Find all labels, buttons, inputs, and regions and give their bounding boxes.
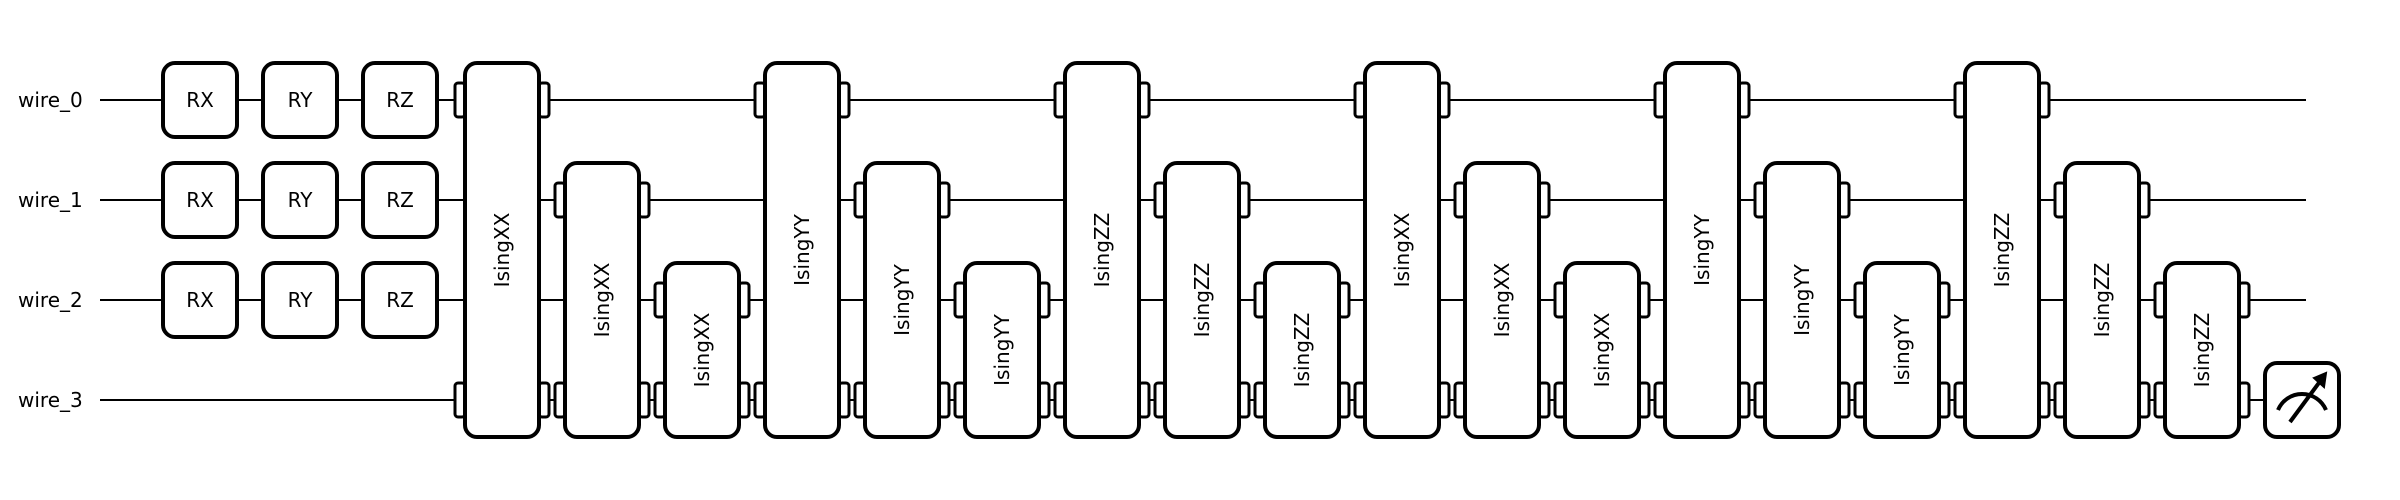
gate-isingzz-1-3: IsingZZ [2053,161,2151,439]
gate-label: RX [186,88,214,112]
gate-box [161,261,239,339]
gate-label: IsingZZ [1290,313,1314,388]
gate-isingyy-2-3: IsingYY [1853,261,1951,439]
gate-box [261,161,339,239]
gate-box [1263,261,1341,439]
gate-isingzz-1-3: IsingZZ [1153,161,1251,439]
wire-label-2: wire_2 [18,288,83,312]
gate-box [863,161,941,439]
measurement-box [2263,361,2341,439]
wires-layer: wire_0 wire_1 wire_2 wire_3 [18,88,2306,412]
gate-rx-wire-2: RX [161,261,239,339]
gate-label: RX [186,288,214,312]
meter-needle [2288,374,2326,424]
gate-isingyy-1-3: IsingYY [1753,161,1851,439]
measurement-meter-icon [2263,361,2341,439]
gate-box [1363,61,1441,439]
gate-label: IsingXX [690,312,714,387]
gate-label: IsingYY [1690,213,1714,285]
gate-label: IsingXX [1390,212,1414,287]
gate-label: IsingXX [1590,312,1614,387]
gate-box [161,161,239,239]
gate-label: RX [186,188,214,212]
gate-label: RY [288,288,314,312]
gate-label: RY [288,188,314,212]
gate-label: IsingXX [490,212,514,287]
wire-label-3: wire_3 [18,388,83,412]
gate-label: RZ [386,288,414,312]
gate-label: IsingXX [590,262,614,337]
gate-label: RZ [386,88,414,112]
gate-label: IsingYY [1890,313,1914,385]
gate-isingyy-1-3: IsingYY [853,161,951,439]
gate-box [2163,261,2241,439]
gate-box [1563,261,1641,439]
gate-box [2063,161,2141,439]
gate-box [1063,61,1141,439]
wire-label-0: wire_0 [18,88,83,112]
gate-box [361,161,439,239]
gates-layer: RX RY RZ RX RY RZ RX RY RZ IsingXX IsingXX IsingXX I… [161,61,2341,439]
gate-box [1763,161,1841,439]
gate-label: IsingYY [890,263,914,335]
gate-label: IsingYY [1790,263,1814,335]
gate-isingyy-0-3: IsingYY [1653,61,1751,439]
gate-label: IsingXX [1490,262,1514,337]
gate-isingzz-0-3: IsingZZ [1053,61,1151,439]
gate-isingxx-2-3: IsingXX [653,261,751,439]
gate-label: IsingZZ [2190,313,2214,388]
gate-box [763,61,841,439]
gate-label: IsingZZ [1990,213,2014,288]
gate-isingyy-0-3: IsingYY [753,61,851,439]
gate-isingxx-1-3: IsingXX [1453,161,1551,439]
gate-rx-wire-0: RX [161,61,239,139]
gate-box [1863,261,1941,439]
gate-box [361,261,439,339]
gate-label: IsingYY [790,213,814,285]
gate-isingxx-0-3: IsingXX [453,61,551,439]
gate-box [261,61,339,139]
gate-box [161,61,239,139]
gate-rz-wire-0: RZ [361,61,439,139]
gate-isingxx-0-3: IsingXX [1353,61,1451,439]
gate-ry-wire-0: RY [261,61,339,139]
gate-isingzz-0-3: IsingZZ [1953,61,2051,439]
gate-box [663,261,741,439]
gate-label: IsingZZ [2090,263,2114,338]
gate-label: IsingZZ [1190,263,1214,338]
gate-box [1663,61,1741,439]
gate-box [463,61,541,439]
meter-arc [2276,392,2328,411]
gate-isingzz-2-3: IsingZZ [1253,261,1351,439]
gate-box [1963,61,2041,439]
gate-isingzz-2-3: IsingZZ [2153,261,2251,439]
meter-needle-arrow [2312,371,2328,389]
gate-label: RY [288,88,314,112]
gate-box [1163,161,1241,439]
gate-box [1463,161,1541,439]
gate-box [563,161,641,439]
gate-ry-wire-2: RY [261,261,339,339]
gate-rz-wire-2: RZ [361,261,439,339]
gate-box [963,261,1041,439]
gate-ry-wire-1: RY [261,161,339,239]
gate-isingxx-1-3: IsingXX [553,161,651,439]
gate-label: IsingYY [990,313,1014,385]
gate-box [361,61,439,139]
gate-isingxx-2-3: IsingXX [1553,261,1651,439]
gate-rz-wire-1: RZ [361,161,439,239]
gate-label: RZ [386,188,414,212]
gate-rx-wire-1: RX [161,161,239,239]
gate-isingyy-2-3: IsingYY [953,261,1051,439]
gate-box [261,261,339,339]
wire-label-1: wire_1 [18,188,83,212]
gate-label: IsingZZ [1090,213,1114,288]
